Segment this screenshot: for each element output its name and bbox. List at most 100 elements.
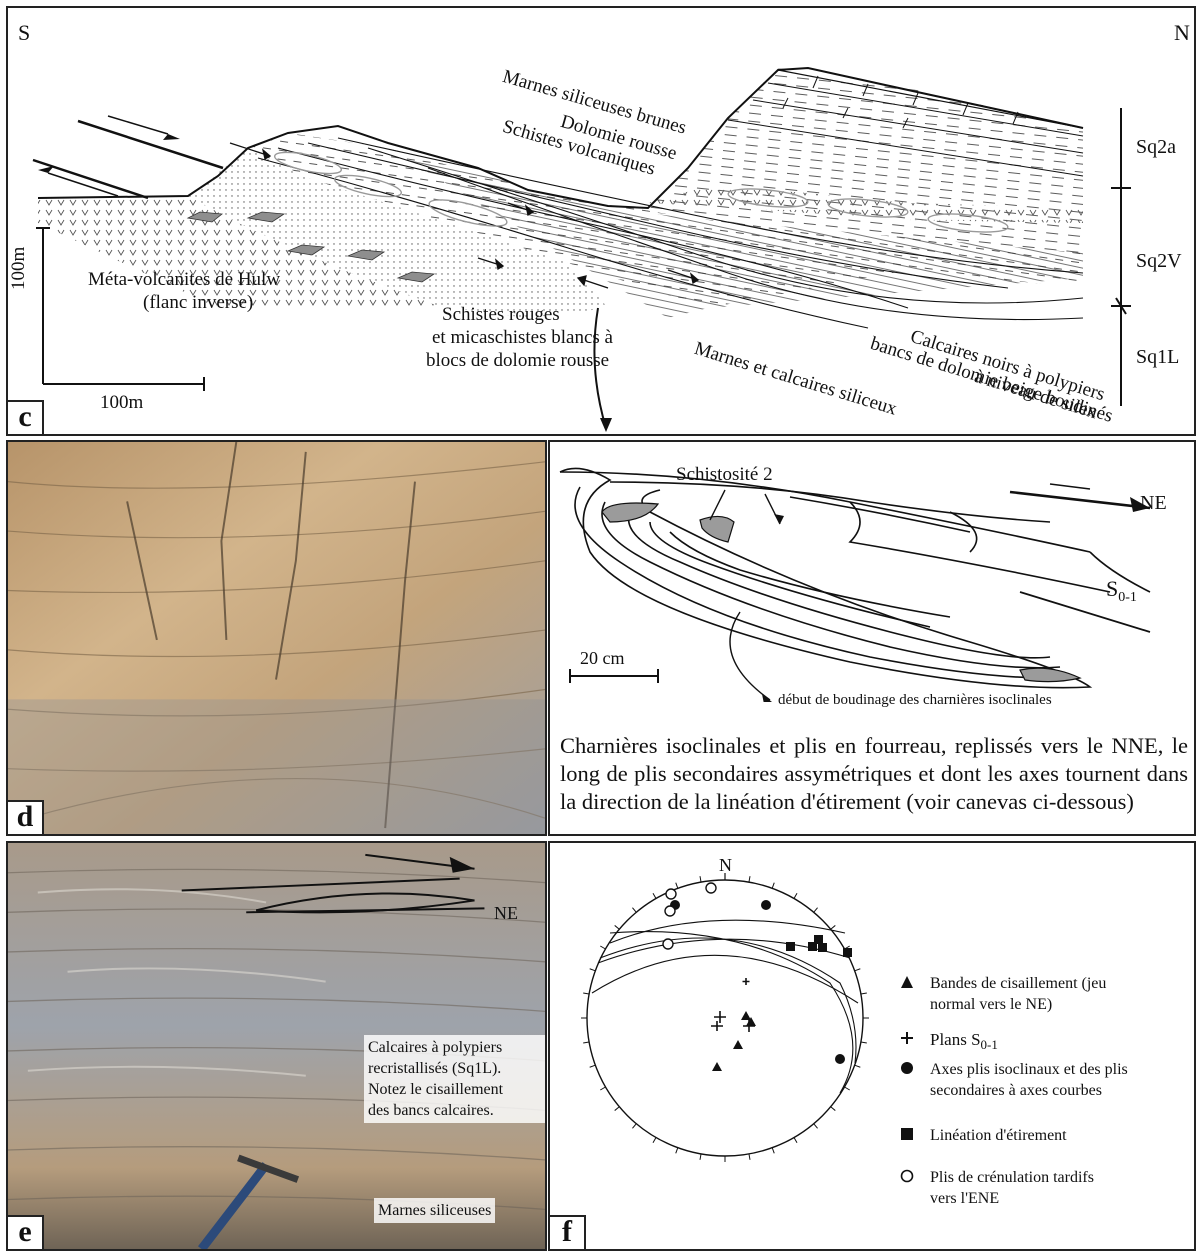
legend-square-label: Linéation d'étirement [930, 1125, 1067, 1146]
stereonet-tick [749, 876, 750, 882]
legend-circle-line-1: Axes plis isoclinaux et des plis [930, 1059, 1128, 1080]
stereonet-tick [676, 1148, 678, 1154]
s01-label: S0-1 [1106, 576, 1137, 606]
open-circle-point [665, 906, 675, 916]
stereonet-tick [676, 883, 678, 889]
panel-label-f: f [550, 1215, 586, 1249]
stereonet-tick [855, 969, 861, 971]
stereonet-primitive [587, 880, 863, 1156]
stereonet-tick [590, 1065, 596, 1067]
stereonet-tick [749, 1154, 750, 1160]
filled-triangle-icon [900, 975, 914, 989]
stereonet-tick [814, 1124, 818, 1129]
panel-d-sketch: Schistosité 2 NE S0-1 20 cm début de bou… [548, 440, 1196, 836]
stereonet-tick [653, 1138, 656, 1143]
panel-label-e: e [8, 1215, 44, 1249]
stereonet-tick [700, 876, 701, 882]
sequence-sq1l: Sq1L [1136, 346, 1179, 369]
stereonet-tick [583, 1042, 589, 1043]
north-label: N [1174, 20, 1190, 46]
stereonet-tick [814, 908, 818, 913]
stereonet-tick [772, 1148, 774, 1154]
legend-item-square: Linéation d'étirement [900, 1125, 1067, 1146]
stereonet-tick [600, 946, 605, 949]
stereonet-tick [653, 893, 656, 898]
legend-open-line-2: vers l'ENE [930, 1188, 1094, 1209]
calcaires-note-line-4: des bancs calcaires. [368, 1100, 546, 1121]
label-schistes-rouges-2: et micaschistes blancs à [432, 327, 613, 349]
square-point [843, 948, 852, 957]
legend-plus-sub: 0-1 [981, 1037, 998, 1052]
open-circle-point [666, 889, 676, 899]
stereonet-tick [861, 993, 867, 994]
triangle-point [712, 1062, 722, 1071]
legend-triangle-line-1: Bandes de cisaillement (jeu [930, 973, 1106, 994]
panel-label-d: d [8, 800, 44, 834]
stereonet-tick [632, 1124, 636, 1129]
legend-open-line-1: Plis de crénulation tardifs [930, 1167, 1094, 1188]
stereonet-tick [615, 1107, 620, 1111]
stereonet-tick [600, 1087, 605, 1090]
sequence-sq2v: Sq2V [1136, 250, 1182, 273]
plus-point [711, 978, 755, 1032]
filled-circle-point [835, 1054, 845, 1064]
legend-triangle-line-2: normal vers le NE) [930, 994, 1106, 1015]
horizontal-scale-label: 100m [100, 392, 143, 414]
stereonet-tick [772, 883, 774, 889]
stereonet-tick [831, 925, 836, 929]
schistosite-label: Schistosité 2 [676, 464, 773, 486]
filled-square-icon [900, 1127, 914, 1141]
s01-main: S [1106, 576, 1118, 601]
stereonet-north-label: N [719, 855, 732, 876]
sequence-sq2a: Sq2a [1136, 136, 1176, 159]
triangle-point [733, 1040, 743, 1049]
panel-d-caption: Charnières isoclinales et plis en fourre… [560, 732, 1188, 816]
ne-label-d: NE [1140, 492, 1167, 515]
stereonet-tick [861, 1042, 867, 1043]
panel-d-photo: d [6, 440, 547, 836]
outcrop-photo-d [8, 442, 545, 834]
legend-plus-main: Plans S [930, 1030, 981, 1049]
panel-label-c: c [8, 400, 44, 434]
calcaires-note-line-2: recristallisés (Sq1L). [368, 1058, 546, 1079]
stereonet-points [663, 883, 852, 1071]
label-flanc-inverse: (flanc inverse) [143, 292, 253, 314]
calcaires-note-line-1: Calcaires à polypiers [368, 1037, 546, 1058]
stereonet-tick [700, 1154, 701, 1160]
ne-label-e: NE [494, 903, 518, 924]
panel-e-photo: NE Calcaires à polypiers recristallisés … [6, 841, 547, 1251]
boudinage-label: début de boudinage des charnières isocli… [778, 692, 1052, 709]
stereonet-tick [632, 908, 636, 913]
filled-circle-icon [900, 1061, 914, 1075]
label-schistes-rouges-1: Schistes rouges [442, 304, 560, 326]
triangle-point [741, 1011, 751, 1020]
stereonet [570, 863, 880, 1173]
stereonet-tick [831, 1107, 836, 1111]
open-circle-icon [900, 1169, 914, 1183]
stereonet-tick [590, 969, 596, 971]
square-point [818, 943, 827, 952]
stereonet-tick [794, 1138, 797, 1143]
square-point [814, 935, 823, 944]
stereonet-tick [845, 1087, 850, 1090]
fold-sketch [550, 442, 1194, 702]
vertical-scale-label: 100m [8, 247, 30, 290]
legend-item-plus: Plans S0-1 [900, 1029, 998, 1055]
stereonet-tick [855, 1065, 861, 1067]
marnes-siliceuses-box: Marnes siliceuses [374, 1198, 495, 1223]
calcaires-note-line-3: Notez le cisaillement [368, 1079, 546, 1100]
stereonet-tick [583, 993, 589, 994]
plus-icon [900, 1031, 914, 1045]
stereonet-tick [615, 925, 620, 929]
label-meta-volcanites: Méta-volcanites de Hulw [88, 269, 280, 291]
filled-circle-point [761, 900, 771, 910]
legend-circle-line-2: secondaires à axes courbes [930, 1080, 1128, 1101]
calcaires-note-box: Calcaires à polypiers recristallisés (Sq… [364, 1035, 547, 1123]
label-schistes-rouges-3: blocs de dolomie rousse [426, 350, 609, 372]
scale-label-d: 20 cm [580, 648, 625, 669]
